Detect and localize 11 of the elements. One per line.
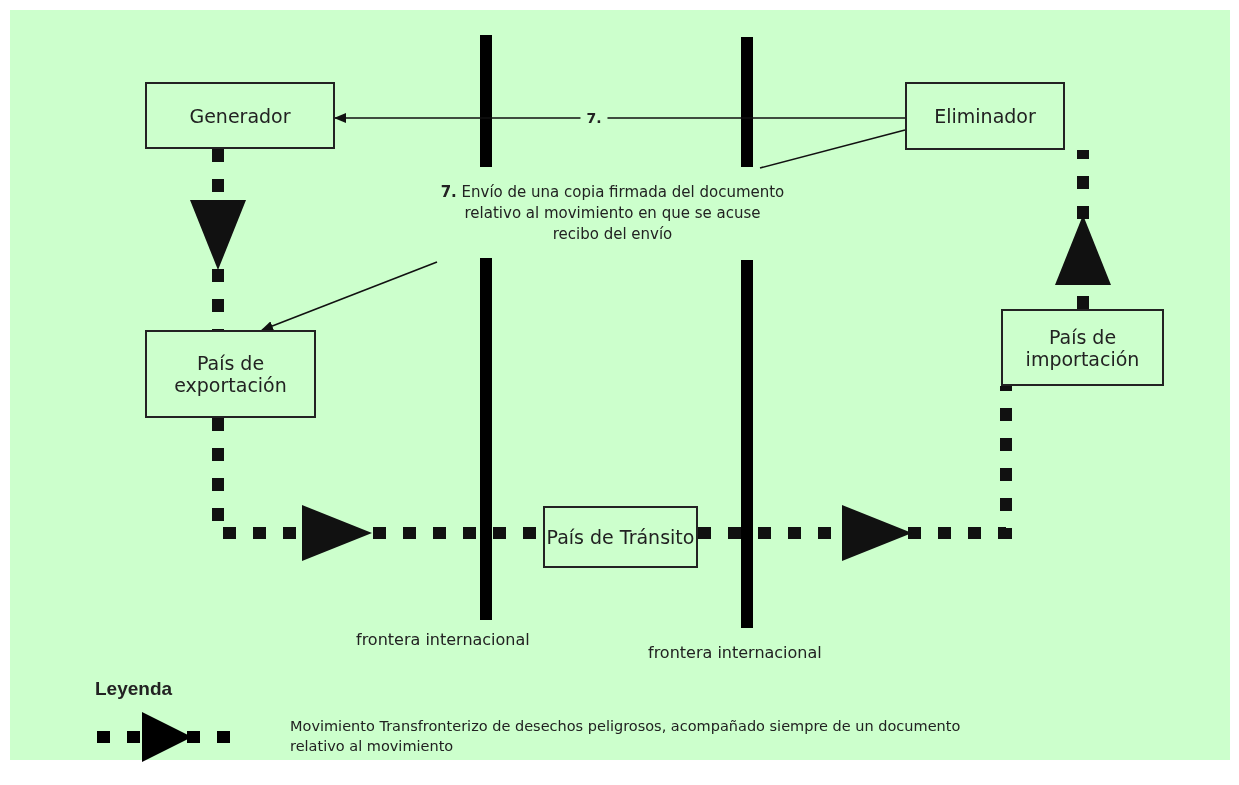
- border-label: frontera internacional: [648, 643, 822, 662]
- legend-title: Leyenda: [95, 678, 173, 700]
- process-box: País de importación: [1001, 309, 1164, 386]
- process-box: Generador: [145, 82, 335, 149]
- process-box: Eliminador: [905, 82, 1065, 150]
- process-box: País de exportación: [145, 330, 316, 418]
- callout-text: 7. Envío de una copia firmada del documento relativo al movimiento en que se acuse recibo del envío: [440, 178, 785, 248]
- edge-label: 7.: [580, 110, 608, 126]
- border-label: frontera internacional: [356, 630, 530, 649]
- process-box: País de Tránsito: [543, 506, 698, 568]
- legend-text: Movimiento Transfronterizo de desechos peligrosos, acompañado siempre de un documento relativo al movimiento: [290, 717, 962, 756]
